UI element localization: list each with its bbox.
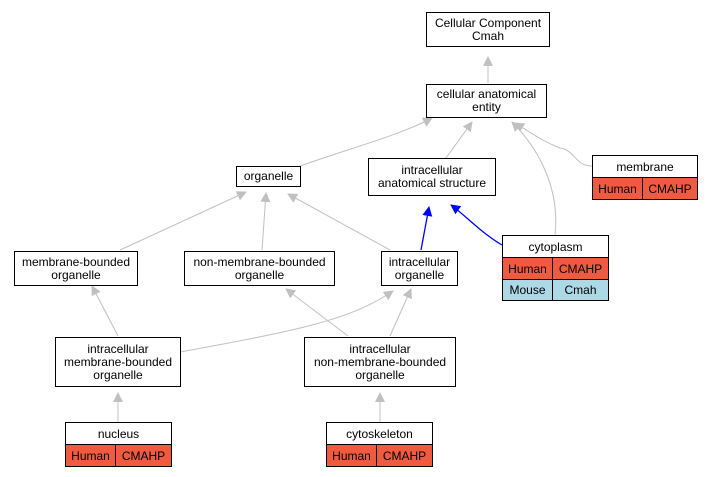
node-title: membrane: [593, 156, 697, 178]
edge-io-to-organelle: [287, 193, 391, 251]
edge-io-to-ias: [420, 206, 433, 251]
node-label: intracellular membrane-bounded organelle: [63, 341, 173, 382]
edge-organelle-to-cae: [299, 117, 433, 167]
edge-cytoplasm-to-ias: [450, 204, 503, 246]
edge-imbo-to-io: [179, 290, 394, 353]
species-cell-human: Human: [66, 445, 116, 466]
species-cell-human: Human: [593, 178, 643, 199]
node-label: intracellular non-membrane-bounded organ…: [313, 341, 447, 382]
node-title: nucleus: [66, 423, 171, 445]
node-label: cellular anatomical entity: [436, 87, 537, 114]
node-intracellular-non-membrane-bounded-organelle[interactable]: intracellular non-membrane-bounded organ…: [304, 337, 456, 387]
gene-cell: CMAHP: [553, 258, 608, 279]
node-membrane[interactable]: membrane Human CMAHP: [592, 155, 698, 200]
gene-cell: CMAHP: [643, 178, 697, 199]
node-cellular-component-cmah[interactable]: Cellular Component Cmah: [426, 12, 550, 47]
node-cytoskeleton[interactable]: cytoskeleton Human CMAHP: [326, 422, 433, 467]
edge-ias-to-cae: [445, 121, 473, 159]
node-label: intracellular organelle: [388, 254, 451, 282]
node-intracellular-membrane-bounded-organelle[interactable]: intracellular membrane-bounded organelle: [55, 337, 181, 387]
edge-nmbo-to-organelle: [260, 192, 271, 251]
node-label: non-membrane-bounded organelle: [193, 254, 326, 282]
node-non-membrane-bounded-organelle[interactable]: non-membrane-bounded organelle: [184, 251, 335, 286]
edge-inmbo-to-nmbo: [285, 288, 349, 337]
node-intracellular-anatomical-structure[interactable]: intracellular anatomical structure: [368, 158, 496, 196]
species-cell-mouse: Mouse: [503, 279, 553, 300]
edge-membrane-to-cae: [514, 122, 593, 167]
node-membrane-bounded-organelle[interactable]: membrane-bounded organelle: [14, 251, 138, 286]
node-organelle[interactable]: organelle: [236, 166, 301, 187]
node-label: membrane-bounded organelle: [21, 254, 131, 282]
node-title: cytoplasm: [503, 236, 608, 258]
node-cytoplasm[interactable]: cytoplasm Human CMAHP Mouse Cmah: [502, 235, 609, 301]
node-intracellular-organelle[interactable]: intracellular organelle: [381, 251, 458, 286]
species-cell-human: Human: [503, 258, 553, 279]
node-cellular-anatomical-entity[interactable]: cellular anatomical entity: [426, 84, 547, 118]
node-label: Cellular Component Cmah: [434, 15, 542, 43]
species-cell-human: Human: [327, 445, 377, 466]
gene-cell: CMAHP: [116, 445, 171, 466]
edge-imbo-to-mbo: [91, 285, 119, 337]
edge-inmbo-to-io: [389, 288, 412, 337]
node-title: cytoskeleton: [327, 423, 432, 445]
gene-cell: CMAHP: [377, 445, 432, 466]
edge-mbo-to-organelle: [119, 191, 247, 251]
node-label: organelle: [243, 169, 294, 183]
edge-cytoplasm-to-cae: [511, 121, 557, 236]
node-label: intracellular anatomical structure: [377, 163, 487, 190]
node-nucleus[interactable]: nucleus Human CMAHP: [65, 422, 172, 467]
gene-cell: Cmah: [553, 279, 608, 300]
